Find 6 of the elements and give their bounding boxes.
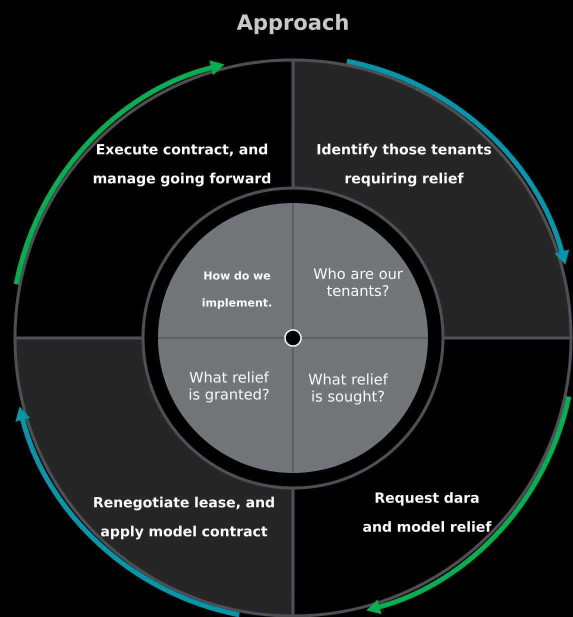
step-label: Renegotiate lease, and apply model contract [94, 496, 274, 540]
step-label: Identify those tenants requiring relief [318, 144, 492, 186]
title: Approach [236, 14, 348, 34]
center-disc: How do we implement. Who are our tenants? What relief is granted? What relief is sought? [142, 186, 444, 490]
step-label: Execute contract, and manage going forward [94, 144, 270, 186]
step-label: Request dara and model relief [363, 492, 492, 532]
